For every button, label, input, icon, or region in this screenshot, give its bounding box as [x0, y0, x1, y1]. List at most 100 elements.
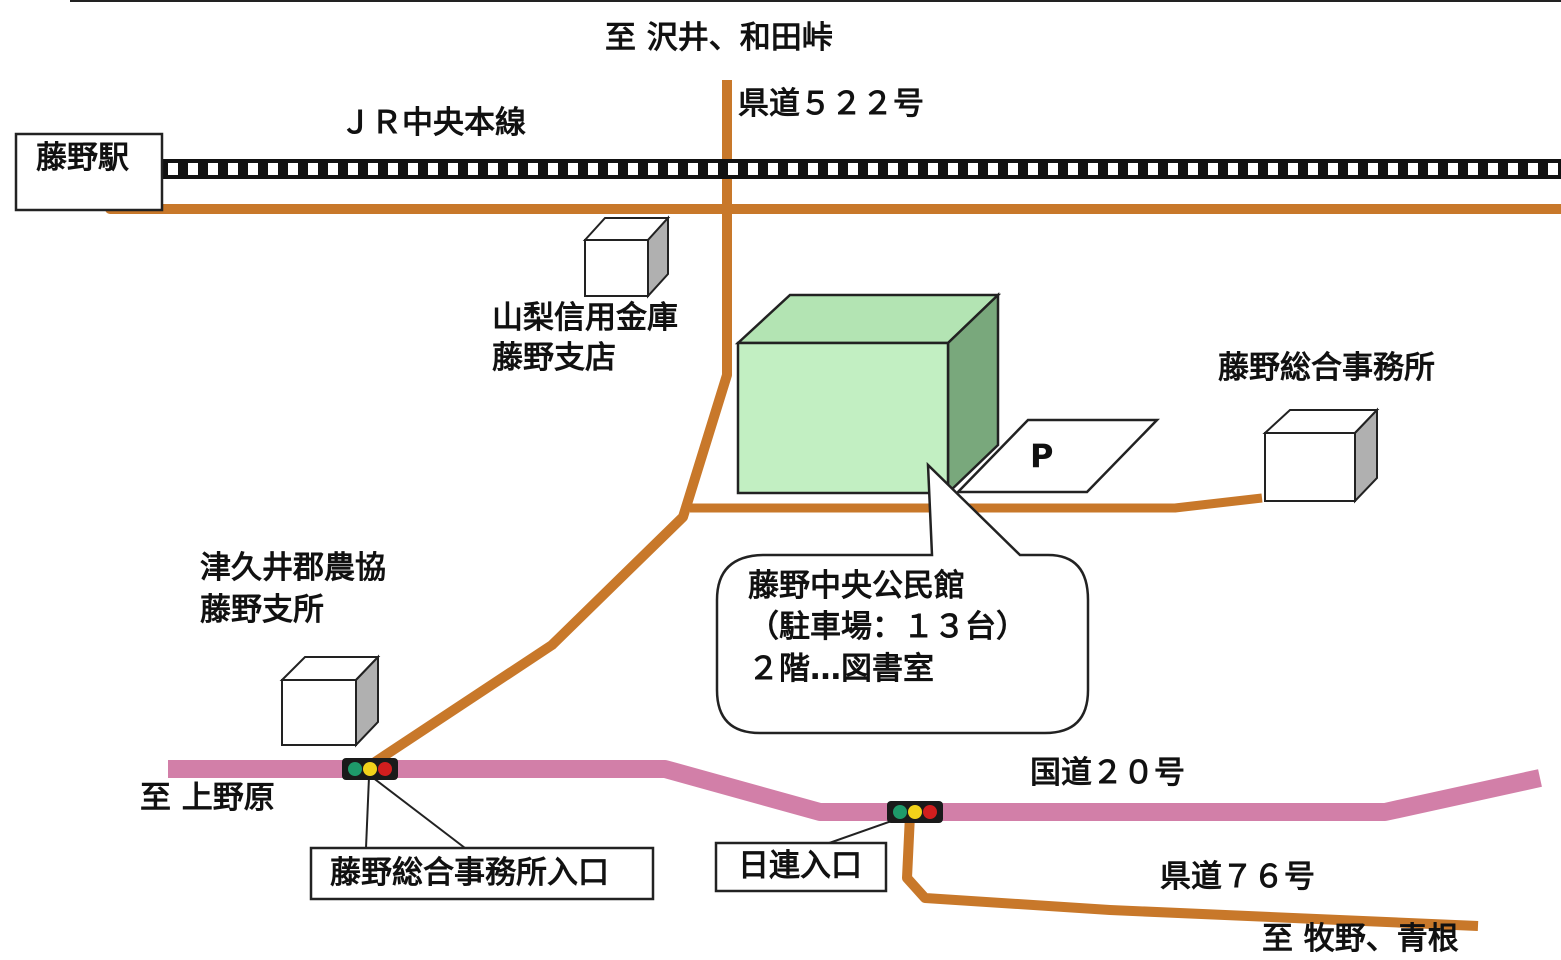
- railway-tie: [1128, 163, 1138, 175]
- signal-green: [348, 762, 362, 776]
- bank-front: [584, 239, 649, 297]
- railway-tie: [408, 163, 418, 175]
- ja-front: [281, 679, 357, 746]
- railway-tie: [368, 163, 378, 175]
- railway-tie: [608, 163, 618, 175]
- railway-tie: [488, 163, 498, 175]
- building-bank: [582, 215, 671, 299]
- railway-tie: [988, 163, 998, 175]
- railway-tie: [1448, 163, 1458, 175]
- railway-tie: [1428, 163, 1438, 175]
- station-label: 藤野駅: [36, 140, 129, 176]
- railway-tie: [168, 163, 178, 175]
- railway-tie: [568, 163, 578, 175]
- railway-tie: [348, 163, 358, 175]
- railway-tie: [848, 163, 858, 175]
- railway-tie: [468, 163, 478, 175]
- railway-tie: [668, 163, 678, 175]
- railway-tie: [908, 163, 918, 175]
- railway-tie: [188, 163, 198, 175]
- railway-tie: [1028, 163, 1038, 175]
- label-route-522: 県道５２２号: [738, 86, 924, 122]
- label-to-southeast: 至 牧野、青根: [1262, 921, 1459, 957]
- station-box: [14, 132, 164, 212]
- railway-tie: [1188, 163, 1198, 175]
- railway-tie: [588, 163, 598, 175]
- building-ja: [279, 654, 381, 748]
- railway-tie: [288, 163, 298, 175]
- railway-tie: [768, 163, 778, 175]
- nichiren-entrance-box: [714, 841, 888, 893]
- railway-tie: [308, 163, 318, 175]
- railway-tie: [248, 163, 258, 175]
- building-office: [1262, 407, 1380, 504]
- railway-tie: [1068, 163, 1078, 175]
- signal-yellow: [363, 762, 377, 776]
- railway-ties: [168, 163, 1558, 175]
- road-route-76: [902, 814, 1479, 931]
- railway-tie: [628, 163, 638, 175]
- railway-tie: [748, 163, 758, 175]
- building-community-hall: [734, 292, 1002, 496]
- railway-tie: [968, 163, 978, 175]
- railway-tie: [928, 163, 938, 175]
- railway-tie: [1168, 163, 1178, 175]
- railway-tie: [1388, 163, 1398, 175]
- callout-community-hall: 藤野中央公民館 （駐車場：１３台） ２階…図書室: [715, 461, 1090, 735]
- road-branch-office: [690, 493, 1263, 513]
- railway-tie: [428, 163, 438, 175]
- parking-icon: [955, 418, 1160, 494]
- railway-tie: [228, 163, 238, 175]
- parking-mark: P: [1030, 437, 1053, 475]
- nichiren-entrance-label: 日連入口: [738, 848, 862, 884]
- label-to-west: 至 上野原: [140, 780, 275, 816]
- railway-tie: [1308, 163, 1318, 175]
- label-ja-line1: 津久井郡農協: [200, 550, 386, 586]
- railway-tie: [388, 163, 398, 175]
- hall-front: [736, 341, 950, 495]
- railway-tie: [1548, 163, 1558, 175]
- railway-tie: [1468, 163, 1478, 175]
- railway-tie: [728, 163, 738, 175]
- railway-tie: [1088, 163, 1098, 175]
- label-ja-line2: 藤野支所: [200, 592, 324, 628]
- traffic-signal-icon: [342, 758, 398, 780]
- traffic-signal-icon: [887, 801, 943, 823]
- railway-tie: [1508, 163, 1518, 175]
- label-bank-line1: 山梨信用金庫: [492, 300, 678, 336]
- station-fujino: 藤野駅: [14, 132, 164, 212]
- railway-tie: [1228, 163, 1238, 175]
- railway-jr-chuo-line: [162, 159, 1561, 179]
- railway-tie: [1288, 163, 1298, 175]
- signal-red: [378, 762, 392, 776]
- office-front: [1264, 432, 1356, 502]
- label-to-north: 至 沢井、和田峠: [605, 20, 833, 56]
- railway-tie: [788, 163, 798, 175]
- railway-tie: [708, 163, 718, 175]
- label-bank-line2: 藤野支店: [492, 340, 616, 376]
- signal-red: [923, 805, 937, 819]
- label-office: 藤野総合事務所: [1218, 350, 1435, 386]
- label-jr-line: ＪＲ中央本線: [340, 105, 526, 141]
- signal-green: [893, 805, 907, 819]
- railway-tie: [1248, 163, 1258, 175]
- leader-office-entrance-b: [371, 776, 466, 849]
- railway-tie: [268, 163, 278, 175]
- leader-office-entrance-a: [365, 776, 370, 849]
- railway-tie: [648, 163, 658, 175]
- callout-line2: （駐車場：１３台）: [748, 609, 1027, 645]
- callout-line3: ２階…図書室: [748, 651, 934, 687]
- railway-tie: [328, 163, 338, 175]
- label-box-nichiren-entrance: 日連入口: [714, 841, 888, 893]
- railway-tie: [1368, 163, 1378, 175]
- railway-tie: [1488, 163, 1498, 175]
- railway-tie: [828, 163, 838, 175]
- callout-bubble: [715, 461, 1090, 735]
- railway-tie: [808, 163, 818, 175]
- railway-tie: [1528, 163, 1538, 175]
- railway-tie: [1108, 163, 1118, 175]
- railway-tie: [1008, 163, 1018, 175]
- label-route-20: 国道２０号: [1030, 755, 1185, 791]
- railway-tie: [1328, 163, 1338, 175]
